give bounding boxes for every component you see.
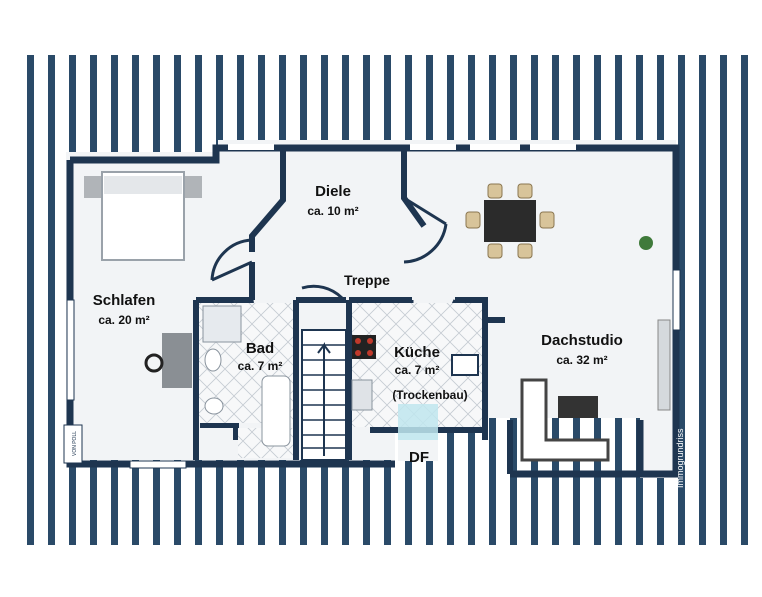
room-name-dachstudio: Dachstudio — [541, 332, 623, 349]
watermark-text: Immogrundriss — [675, 428, 685, 488]
room-name-schlafen: Schlafen — [93, 292, 156, 309]
room-area-kueche: ca. 7 m² — [395, 363, 440, 377]
interior-walls — [193, 150, 513, 474]
room-name-bad: Bad — [246, 340, 274, 357]
bedroom-furniture — [84, 171, 202, 388]
stairs-label: Treppe — [344, 272, 390, 288]
staircase — [301, 329, 347, 461]
room-note-kueche: (Trockenbau) — [392, 388, 467, 402]
room-name-kueche: Küche — [394, 344, 440, 361]
outer-walls — [66, 144, 680, 478]
dormer-window — [398, 404, 438, 440]
logo-text: VON POLL — [72, 431, 78, 456]
room-area-diele: ca. 10 m² — [307, 204, 358, 218]
logo-badge — [63, 424, 83, 464]
dining-table — [465, 183, 653, 259]
windows — [66, 144, 681, 469]
studio-furniture — [520, 319, 671, 462]
skylight-label: DF — [409, 449, 429, 466]
room-area-dachstudio: ca. 32 m² — [556, 353, 607, 367]
bathroom-fixtures — [199, 303, 293, 458]
room-name-diele: Diele — [315, 183, 351, 200]
room-area-bad: ca. 7 m² — [238, 359, 283, 373]
room-area-schlafen: ca. 20 m² — [98, 313, 149, 327]
